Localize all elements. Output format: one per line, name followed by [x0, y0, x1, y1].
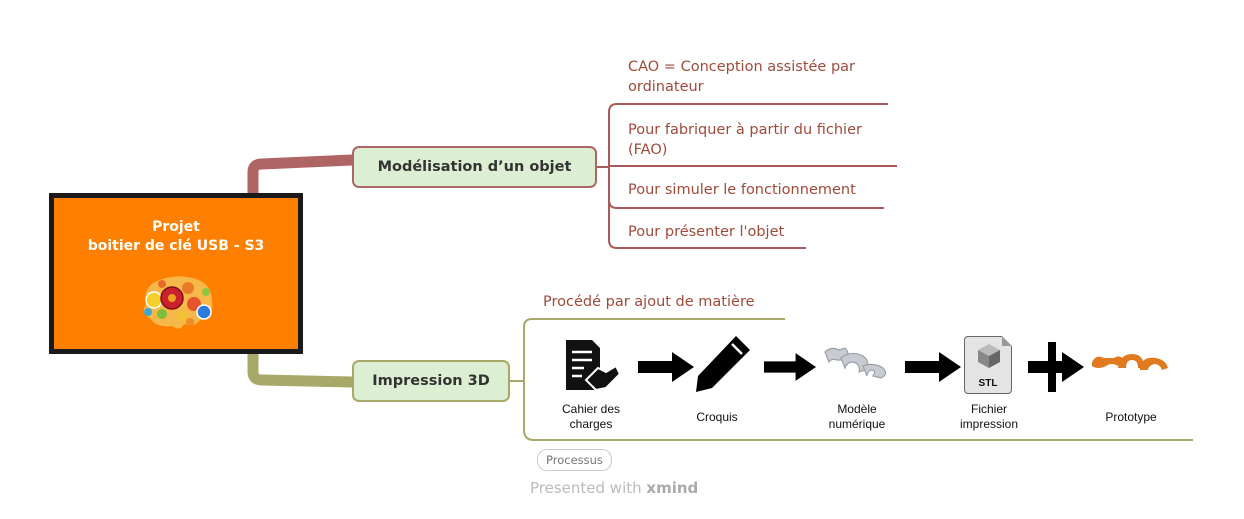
central-topic-title: Projet boitier de clé USB - S3 [54, 218, 298, 256]
central-title-line1: Projet [152, 219, 200, 235]
xmind-brand: xmind [646, 479, 699, 497]
subtopic-text: Procédé par ajout de matière [543, 294, 755, 310]
branch-connector-modelisation [247, 154, 358, 202]
sub-connector [523, 318, 785, 430]
arrow-right-icon [764, 353, 816, 381]
contract-handshake-icon [566, 340, 620, 392]
main-topic-modelisation[interactable]: Modélisation d’un objet [352, 146, 597, 188]
sub-connector [608, 103, 888, 240]
arrow-right-icon [1028, 342, 1084, 392]
subtopic-text: (FAO) [628, 142, 668, 158]
main-topic-label: Impression 3D [372, 373, 490, 389]
branch-connector-impression [247, 346, 358, 388]
step-label: Fichier impression [959, 402, 1019, 431]
pencil-icon [696, 336, 750, 392]
process-image[interactable]: Cahier des charges Croquis Modèle numéri… [530, 330, 1190, 434]
footer-prefix: Presented with [530, 479, 647, 497]
sub-connector [523, 429, 1193, 441]
subtopic-text: CAO = Conception assistée par [628, 59, 856, 75]
printed-part-icon [1092, 354, 1168, 370]
subtopic-text: Pour fabriquer à partir du fichier [628, 122, 862, 138]
step-label: Modèle numérique [828, 402, 886, 431]
arrow-right-icon [905, 352, 961, 382]
processus-tag[interactable]: Processus [537, 449, 612, 471]
footer-branding[interactable]: Presented with xmind [530, 479, 698, 497]
tag-label: Processus [546, 453, 603, 467]
central-title-line2: boitier de clé USB - S3 [87, 238, 265, 254]
subtopic-text: ordinateur [628, 79, 704, 95]
3d-model-icon [824, 347, 887, 379]
step-label: Cahier des charges [561, 402, 621, 431]
arrow-right-icon [638, 352, 694, 382]
sub-connector [608, 239, 806, 249]
cube-icon [978, 344, 1000, 368]
subtopic-fabriquer[interactable]: Pour fabriquer à partir du fichier (FAO) [628, 120, 862, 160]
step-label: Croquis [696, 410, 738, 424]
brain-gears-icon [143, 276, 213, 329]
main-topic-impression-3d[interactable]: Impression 3D [352, 360, 510, 402]
stl-label: STL [978, 378, 998, 389]
subtopic-text: Pour présenter l'objet [628, 224, 785, 240]
step-label: Prototype [1105, 410, 1157, 424]
stl-file-icon: STL [964, 336, 1012, 394]
subtopic-presenter[interactable]: Pour présenter l'objet [628, 222, 784, 242]
subtopic-text: Pour simuler le fonctionnement [628, 182, 856, 198]
central-topic[interactable]: Projet boitier de clé USB - S3 [49, 193, 303, 354]
subtopic-procede[interactable]: Procédé par ajout de matière [543, 292, 755, 312]
main-topic-label: Modélisation d’un objet [377, 159, 572, 175]
subtopic-simuler[interactable]: Pour simuler le fonctionnement [628, 180, 856, 200]
sub-connector [608, 199, 884, 209]
subtopic-cao[interactable]: CAO = Conception assistée par ordinateur [628, 57, 855, 97]
